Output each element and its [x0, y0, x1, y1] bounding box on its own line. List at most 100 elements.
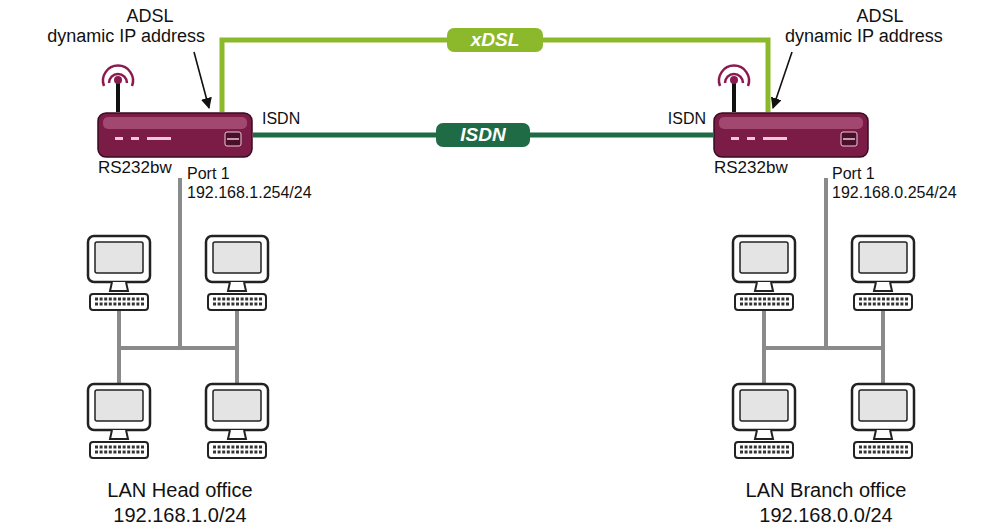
keyboard-key	[877, 446, 880, 449]
keyboard-key	[882, 303, 885, 306]
keyboard-key	[749, 298, 752, 301]
keyboard-key	[882, 298, 885, 301]
keyboard-key	[859, 298, 862, 301]
keyboard-key	[786, 298, 789, 301]
keyboard-key	[231, 451, 234, 454]
keyboard-key	[118, 298, 121, 301]
bus-line	[824, 224, 828, 348]
router-led	[131, 137, 139, 140]
bus-line	[117, 310, 121, 384]
keyboard-key	[887, 451, 890, 454]
keyboard-key	[777, 298, 780, 301]
router-case	[714, 113, 868, 157]
monitor	[88, 384, 150, 430]
monitor-stand	[110, 430, 128, 439]
keyboard-key	[877, 303, 880, 306]
screen	[859, 390, 907, 421]
keyboard-key	[132, 446, 135, 449]
monitor-stand	[755, 282, 773, 291]
keyboard-key	[136, 446, 139, 449]
port-label: 192.168.0.254/24	[832, 184, 957, 202]
keyboard-key	[900, 446, 903, 449]
keyboard-key	[231, 446, 234, 449]
port-label: Port 1	[832, 165, 875, 183]
keyboard-key	[127, 446, 130, 449]
antenna-wave	[109, 74, 127, 83]
router-top	[719, 117, 863, 129]
keyboard-key	[758, 303, 761, 306]
keyboard-key	[877, 298, 880, 301]
keyboard-key	[868, 451, 871, 454]
keyboard-key	[222, 303, 225, 306]
router-led	[763, 137, 787, 140]
router-port-mark	[843, 138, 855, 140]
link-label: xDSL	[447, 28, 544, 53]
keyboard-key	[772, 303, 775, 306]
keyboard-key	[887, 446, 890, 449]
monitor-stand	[228, 430, 246, 439]
keyboard-key	[123, 298, 126, 301]
keyboard-key	[118, 451, 121, 454]
keyboard-key	[113, 446, 116, 449]
keyboard-key	[873, 451, 876, 454]
keyboard-key	[218, 446, 221, 449]
screen	[740, 242, 788, 273]
keyboard-key	[754, 298, 757, 301]
keyboard-key	[772, 451, 775, 454]
keyboard-key	[905, 451, 908, 454]
keyboard-key	[231, 298, 234, 301]
keyboard-key	[241, 298, 244, 301]
keyboard-key	[868, 303, 871, 306]
keyboard-key	[891, 298, 894, 301]
antenna-rod	[116, 82, 120, 112]
keyboard	[735, 294, 793, 310]
keyboard-key	[745, 298, 748, 301]
keyboard-key	[113, 451, 116, 454]
computer	[733, 384, 795, 458]
keyboard-key	[786, 451, 789, 454]
keyboard-key	[896, 451, 899, 454]
monitor	[733, 384, 795, 430]
keyboard-key	[781, 298, 784, 301]
keyboard-key	[213, 303, 216, 306]
keyboard-key	[781, 446, 784, 449]
monitor	[206, 384, 268, 430]
keyboard-key	[900, 298, 903, 301]
router-led	[731, 137, 739, 140]
keyboard-key	[104, 451, 107, 454]
interface-note: dynamic IP address	[785, 26, 943, 47]
computer	[88, 384, 150, 458]
keyboard-key	[95, 451, 98, 454]
keyboard-key	[740, 303, 743, 306]
keyboard-key	[740, 446, 743, 449]
keyboard-key	[772, 446, 775, 449]
keyboard-key	[109, 451, 112, 454]
router-case	[98, 113, 252, 157]
keyboard-key	[254, 298, 257, 301]
keyboard-key	[873, 303, 876, 306]
keyboard-key	[864, 303, 867, 306]
computer	[206, 236, 268, 310]
keyboard-key	[864, 298, 867, 301]
keyboard-key	[758, 446, 761, 449]
router-body	[97, 112, 253, 158]
router-led	[747, 137, 755, 140]
keyboard-key	[118, 303, 121, 306]
device-name: RS232bw	[97, 159, 172, 178]
keyboard-key	[136, 303, 139, 306]
leader-arrow	[773, 52, 792, 108]
keyboard-key	[754, 451, 757, 454]
lan-name: 192.168.1.0/24	[113, 503, 246, 528]
keyboard-key	[218, 303, 221, 306]
keyboard-key	[772, 298, 775, 301]
keyboard-key	[141, 303, 144, 306]
keyboard-key	[231, 303, 234, 306]
keyboard-key	[254, 451, 257, 454]
keyboard-key	[758, 298, 761, 301]
keyboard-key	[896, 446, 899, 449]
keyboard	[208, 442, 266, 458]
screen	[859, 242, 907, 273]
lan-name: LAN Branch office	[746, 478, 907, 503]
